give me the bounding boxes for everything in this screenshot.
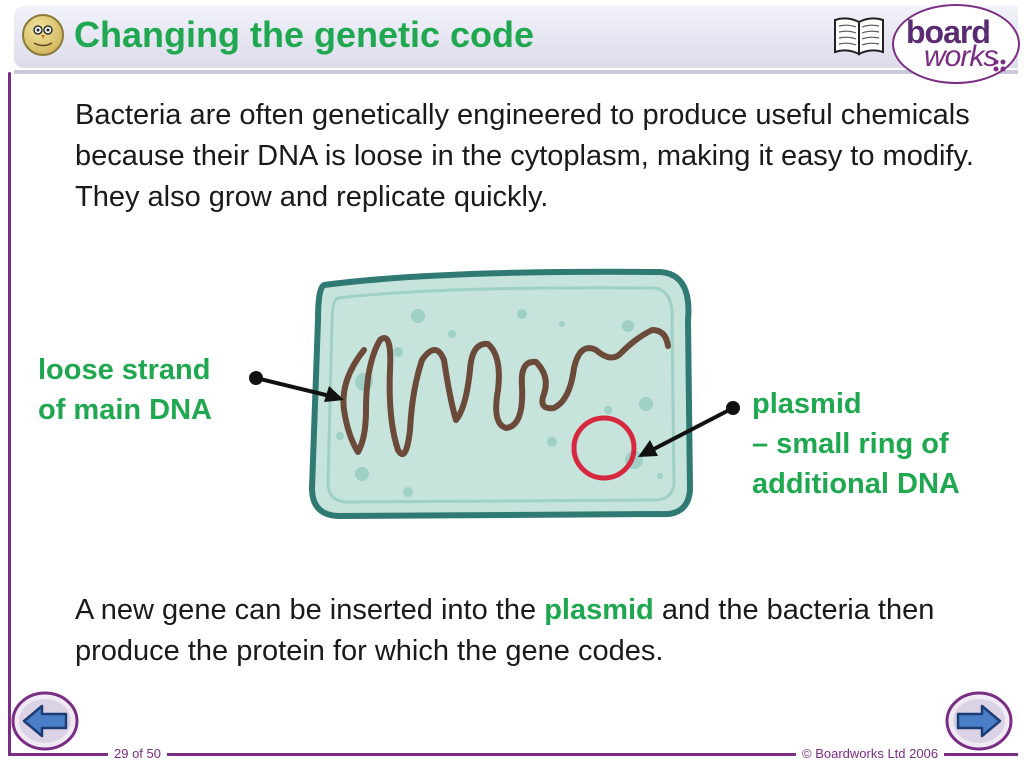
plasmid-label: plasmid – small ring of additional DNA [752,384,960,504]
page-number: 29 of 50 [108,746,167,761]
page-title: Changing the genetic code [74,14,534,56]
forward-arrow-icon [944,690,1014,752]
conclusion-text-before: A new gene can be inserted into the [75,594,536,626]
owl-icon [22,14,64,56]
copyright-notice: © Boardworks Ltd 2006 [796,746,944,761]
boardworks-logo: board works [892,4,1020,84]
plasmid-label-line1: plasmid [752,384,960,424]
bacterium-diagram [240,260,750,530]
conclusion-paragraph: A new gene can be inserted into the plas… [75,590,1015,672]
back-arrow-icon [10,690,80,752]
previous-slide-button[interactable] [10,690,80,752]
conclusion-highlight: plasmid [544,594,654,626]
main-dna-label-line1: loose strand [38,350,212,390]
plasmid-label-line3: additional DNA [752,464,960,504]
logo-works-text: works [924,40,997,74]
intro-paragraph: Bacteria are often genetically engineere… [75,95,1020,218]
plasmid-label-line2: – small ring of [752,424,960,464]
next-slide-button[interactable] [944,690,1014,752]
main-dna-label: loose strand of main DNA [38,350,212,430]
main-dna-label-line2: of main DNA [38,390,212,430]
logo-dots-icon [992,58,1010,72]
frame-left-border [8,72,11,756]
header-divider [14,70,1018,74]
book-icon[interactable] [832,14,886,58]
